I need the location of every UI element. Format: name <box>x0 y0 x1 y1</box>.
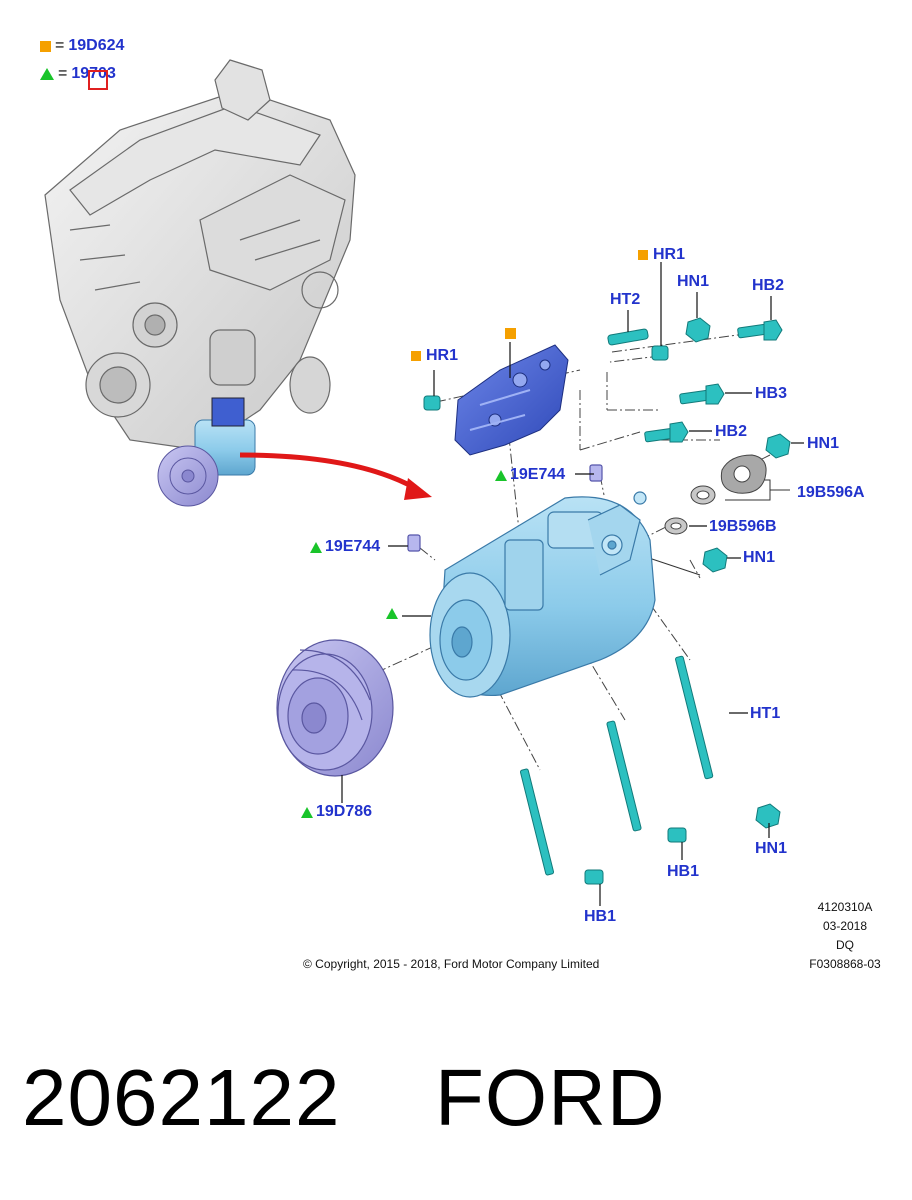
callout-hb3: HB3 <box>755 385 788 402</box>
engine-illustration <box>44 59 356 451</box>
callout-hn1-right: HN1 <box>807 435 840 452</box>
meta-code: 4120310A <box>817 900 873 914</box>
triangle-marker-icon <box>40 68 54 80</box>
highlight-box <box>88 70 108 90</box>
square-marker-icon <box>505 328 516 339</box>
callout-hb1-left: HB1 <box>584 908 617 925</box>
fasteners <box>423 317 791 885</box>
mounting-bracket <box>454 344 569 456</box>
gaskets <box>664 454 767 535</box>
red-arrow <box>239 452 432 500</box>
legend-equals: = <box>58 65 68 82</box>
clutch-pulley <box>276 639 394 777</box>
copyright-notice: © Copyright, 2015 - 2018, Ford Motor Com… <box>303 957 600 971</box>
callout-hr1-left: HR1 <box>411 347 458 365</box>
legend-triangle-code: 19703 <box>71 65 116 82</box>
triangle-marker-icon <box>386 608 398 619</box>
square-marker-icon <box>411 351 421 361</box>
legend-square-row: = 19D624 <box>40 37 124 55</box>
part-number: 2062122 <box>22 1053 341 1142</box>
callout-label: HR1 <box>426 347 459 364</box>
callout-label: 19E744 <box>510 466 566 483</box>
callout-hb2-top: HB2 <box>752 277 785 294</box>
meta-date: 03-2018 <box>822 919 868 933</box>
callout-19d786: 19D786 <box>301 803 372 821</box>
diagram-artwork <box>44 59 804 906</box>
callout-label: 19D786 <box>316 803 373 820</box>
callout-hn1-top: HN1 <box>677 273 710 290</box>
callout-19e744-right: 19E744 <box>495 466 565 484</box>
callout-hn1-mid: HN1 <box>743 549 776 566</box>
leader-lines <box>341 262 804 906</box>
meta-dq: DQ <box>836 938 854 952</box>
legend-equals: = <box>55 37 65 54</box>
callout-hb1-mid: HB1 <box>667 863 700 880</box>
callout-19e744-left: 19E744 <box>310 538 380 556</box>
callout-19b596b: 19B596B <box>709 518 777 535</box>
callout-hb2-mid: HB2 <box>715 423 748 440</box>
square-marker-icon <box>638 250 648 260</box>
square-marker-icon <box>40 40 51 52</box>
ac-compressor <box>407 464 656 698</box>
callout-label: HR1 <box>653 246 686 263</box>
callout-ht2: HT2 <box>610 291 641 308</box>
triangle-marker-icon <box>495 469 507 481</box>
callout-ht1: HT1 <box>750 705 781 722</box>
triangle-marker-icon <box>301 806 313 818</box>
meta-ref: F0308868-03 <box>809 957 881 971</box>
triangle-marker-icon <box>310 541 322 553</box>
callout-hn1-bottom: HN1 <box>755 840 788 857</box>
callout-19b596a: 19B596A <box>797 484 865 501</box>
compressor-on-engine <box>157 397 256 507</box>
brand-name: FORD <box>435 1053 666 1142</box>
callout-hr1-top: HR1 <box>638 246 685 264</box>
callout-label: 19E744 <box>325 538 381 555</box>
legend-triangle-row: = 19703 <box>40 65 116 83</box>
diagram-meta: 4120310A 03-2018 DQ F0308868-03 <box>800 898 890 974</box>
legend-square-code: 19D624 <box>68 37 125 54</box>
